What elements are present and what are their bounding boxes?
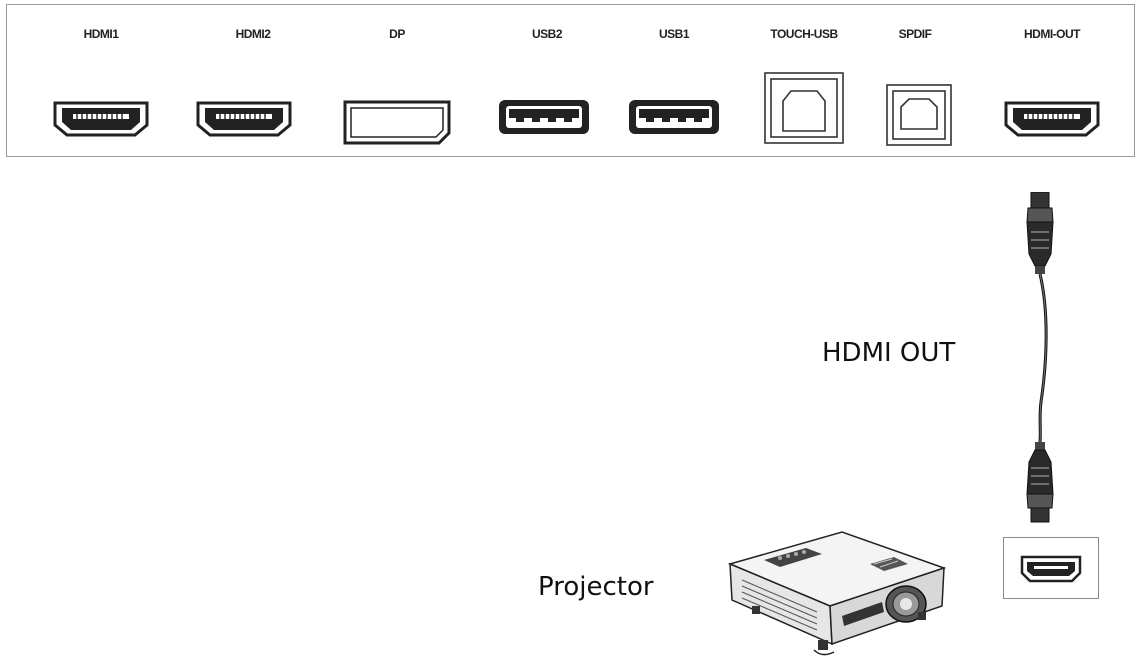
- usb-a-port-icon: [629, 100, 719, 134]
- device-label: Projector: [538, 572, 654, 602]
- connector-panel: HDMI1 HDMI2 DP USB2 USB1 TOUCH-USB SPDIF…: [6, 4, 1135, 157]
- spdif-port-icon: [886, 84, 952, 146]
- projector-hdmi-input: [1003, 537, 1099, 599]
- usb-a-port-icon: [499, 100, 589, 134]
- hdmi-port-icon: [53, 101, 149, 137]
- port-label-dp: DP: [389, 27, 405, 41]
- hdmi-cable-icon: [1026, 192, 1054, 523]
- port-label-hdmi2: HDMI2: [235, 27, 271, 41]
- displayport-icon: [343, 100, 451, 145]
- port-label-usb2: USB2: [531, 27, 563, 41]
- usb-b-port-icon: [764, 72, 844, 144]
- port-label-hdmi-out: HDMI-OUT: [1024, 27, 1081, 41]
- port-label-touch-usb: TOUCH-USB: [770, 27, 838, 41]
- hdmi-port-icon: [1004, 101, 1100, 137]
- port-label-usb1: USB1: [658, 27, 690, 41]
- port-label-spdif: SPDIF: [898, 27, 932, 41]
- hdmi-port-icon: [196, 101, 292, 137]
- cable-label: HDMI OUT: [822, 338, 956, 368]
- port-label-hdmi1: HDMI1: [83, 27, 119, 41]
- projector-icon: [727, 531, 947, 656]
- hdmi-port-icon: [1020, 555, 1082, 583]
